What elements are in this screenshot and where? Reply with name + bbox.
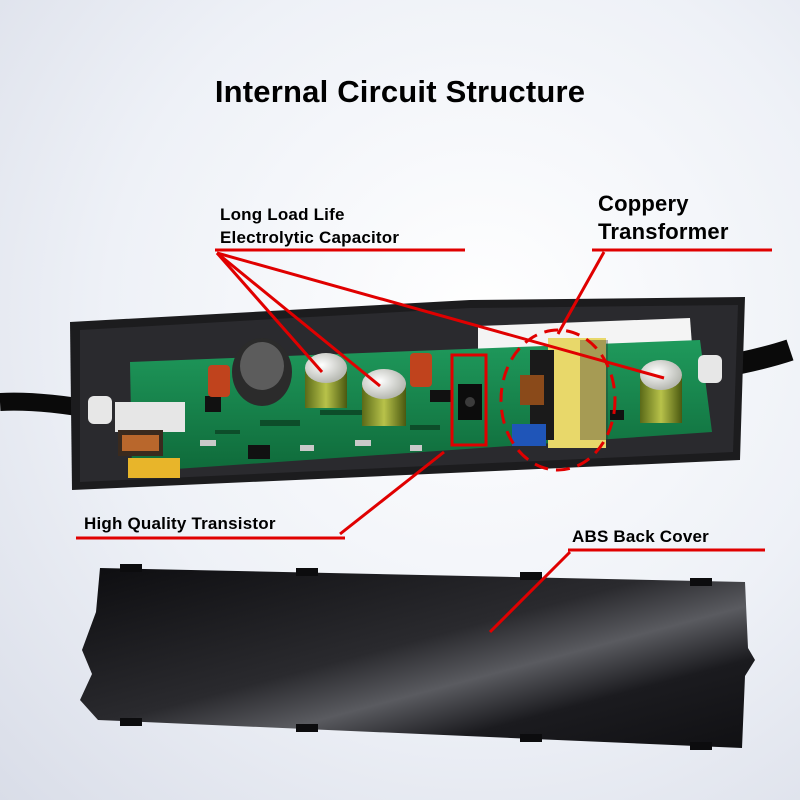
- transformer-pointer: [556, 251, 606, 335]
- cap-pointer-1: [215, 252, 324, 373]
- circuit-board: [88, 338, 722, 478]
- back-cover-label: ABS Back Cover: [572, 527, 709, 546]
- callout-lines: [76, 248, 772, 634]
- transistor-pointer: [339, 450, 445, 536]
- cap-pointer-2: [216, 251, 381, 388]
- transformer-label-line2: Transformer: [598, 219, 729, 244]
- page-title: Internal Circuit Structure: [214, 74, 586, 109]
- back-cover: [80, 564, 755, 750]
- back-cover-pointer: [488, 550, 572, 634]
- transistor-highlight-box: [450, 353, 488, 447]
- capacitor-label-line1: Long Load Life: [220, 205, 345, 224]
- capacitor-label: Long Load Life Electrolytic Capacitor: [220, 203, 399, 249]
- cap-pointer-3: [216, 251, 665, 380]
- transformer-highlight-ellipse: [499, 328, 617, 472]
- transformer-label-line1: Coppery: [598, 191, 689, 216]
- transistor-label: High Quality Transistor: [84, 514, 276, 533]
- transformer-label: Coppery Transformer: [598, 190, 729, 246]
- capacitor-label-line2: Electrolytic Capacitor: [220, 228, 400, 247]
